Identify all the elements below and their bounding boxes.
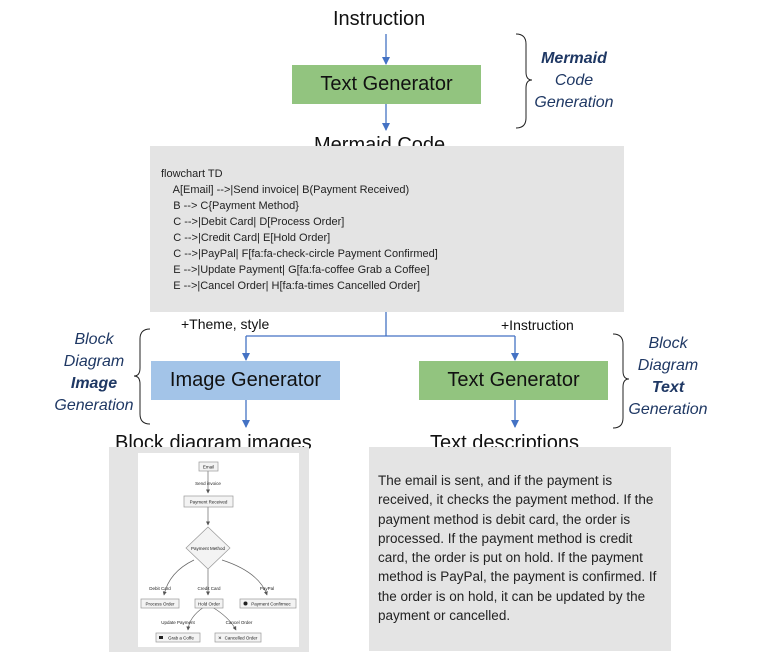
text-generator-right-label: Text Generator — [447, 369, 580, 391]
branch-label-instruction: +Instruction — [501, 317, 574, 333]
mini-cancelled-order: Cancelled Order — [225, 636, 258, 641]
description-text: The email is sent, and if the payment is… — [378, 473, 657, 624]
mini-grab-coffee: Grab a Coffe — [168, 636, 194, 641]
image-generator-label: Image Generator — [169, 369, 322, 391]
side-mermaid-line3: Generation — [534, 94, 614, 111]
code-line: E -->|Cancel Order| H[fa:fa-times Cancel… — [161, 280, 421, 292]
mini-update-payment: Update Payment — [161, 620, 195, 625]
text-description-panel: The email is sent, and if the payment is… — [369, 447, 671, 651]
mini-paypal: PayPal — [260, 586, 274, 591]
mini-payment-received: Payment Received — [190, 500, 228, 505]
mini-debit-card: Debit Card — [149, 586, 171, 591]
text-generator-top-label: Text Generator — [320, 73, 453, 95]
check-circle-icon — [243, 601, 248, 606]
side-image-line1: Block — [74, 331, 114, 348]
block-diagram-image-panel: Email Send invoice Payment Received Paym… — [109, 447, 309, 652]
mermaid-code-panel: flowchart TD A[Email] -->|Send invoice| … — [150, 146, 624, 312]
mini-email: Email — [203, 465, 214, 470]
mini-cancel-order: Cancel Order — [226, 620, 253, 625]
coffee-icon — [159, 636, 163, 639]
side-mermaid-line2: Code — [554, 72, 594, 89]
mini-send-invoice: Send invoice — [195, 481, 221, 486]
side-label-text-generation: Block Diagram Text Generation — [622, 333, 714, 421]
mini-payment-method: Payment Method — [191, 546, 226, 551]
code-line: E -->|Update Payment| G[fa:fa-coffee Gra… — [161, 264, 430, 276]
side-mermaid-line1: Mermaid — [541, 50, 607, 67]
side-image-line4: Generation — [54, 397, 134, 414]
text-generator-box-top: Text Generator — [292, 65, 481, 104]
side-text-line2: Diagram — [637, 357, 699, 374]
code-line: C -->|Credit Card| E[Hold Order] — [161, 232, 331, 244]
bracket-text-generation — [612, 333, 630, 429]
mini-process-order: Process Order — [145, 602, 175, 607]
image-generator-box: Image Generator — [151, 361, 340, 400]
text-generator-box-right: Text Generator — [419, 361, 608, 400]
mini-payment-confirmed: Payment Confirmec — [251, 602, 291, 607]
side-text-line1: Block — [648, 335, 688, 352]
instruction-title: Instruction — [333, 8, 426, 30]
code-line: C -->|PayPal| F[fa:fa-check-circle Payme… — [161, 248, 438, 260]
mini-hold-order: Hold Order — [198, 602, 221, 607]
side-image-line3: Image — [70, 375, 118, 392]
times-icon: ✕ — [218, 636, 222, 641]
side-text-line3: Text — [651, 379, 685, 396]
bracket-mermaid-generation — [515, 33, 533, 129]
side-image-line2: Diagram — [63, 353, 125, 370]
side-text-line4: Generation — [628, 401, 708, 418]
branch-label-theme-style: +Theme, style — [181, 316, 270, 332]
code-line: A[Email] -->|Send invoice| B(Payment Rec… — [161, 184, 410, 196]
mini-credit-card: Credit Card — [197, 586, 221, 591]
side-label-mermaid-generation: Mermaid Code Generation — [528, 48, 620, 114]
block-diagram-thumbnail: Email Send invoice Payment Received Paym… — [138, 453, 299, 647]
code-line: B --> C{Payment Method} — [161, 200, 299, 212]
code-line: flowchart TD — [161, 168, 223, 180]
bracket-image-generation — [133, 328, 151, 425]
code-line: C -->|Debit Card| D[Process Order] — [161, 216, 345, 228]
side-label-image-generation: Block Diagram Image Generation — [48, 329, 140, 417]
